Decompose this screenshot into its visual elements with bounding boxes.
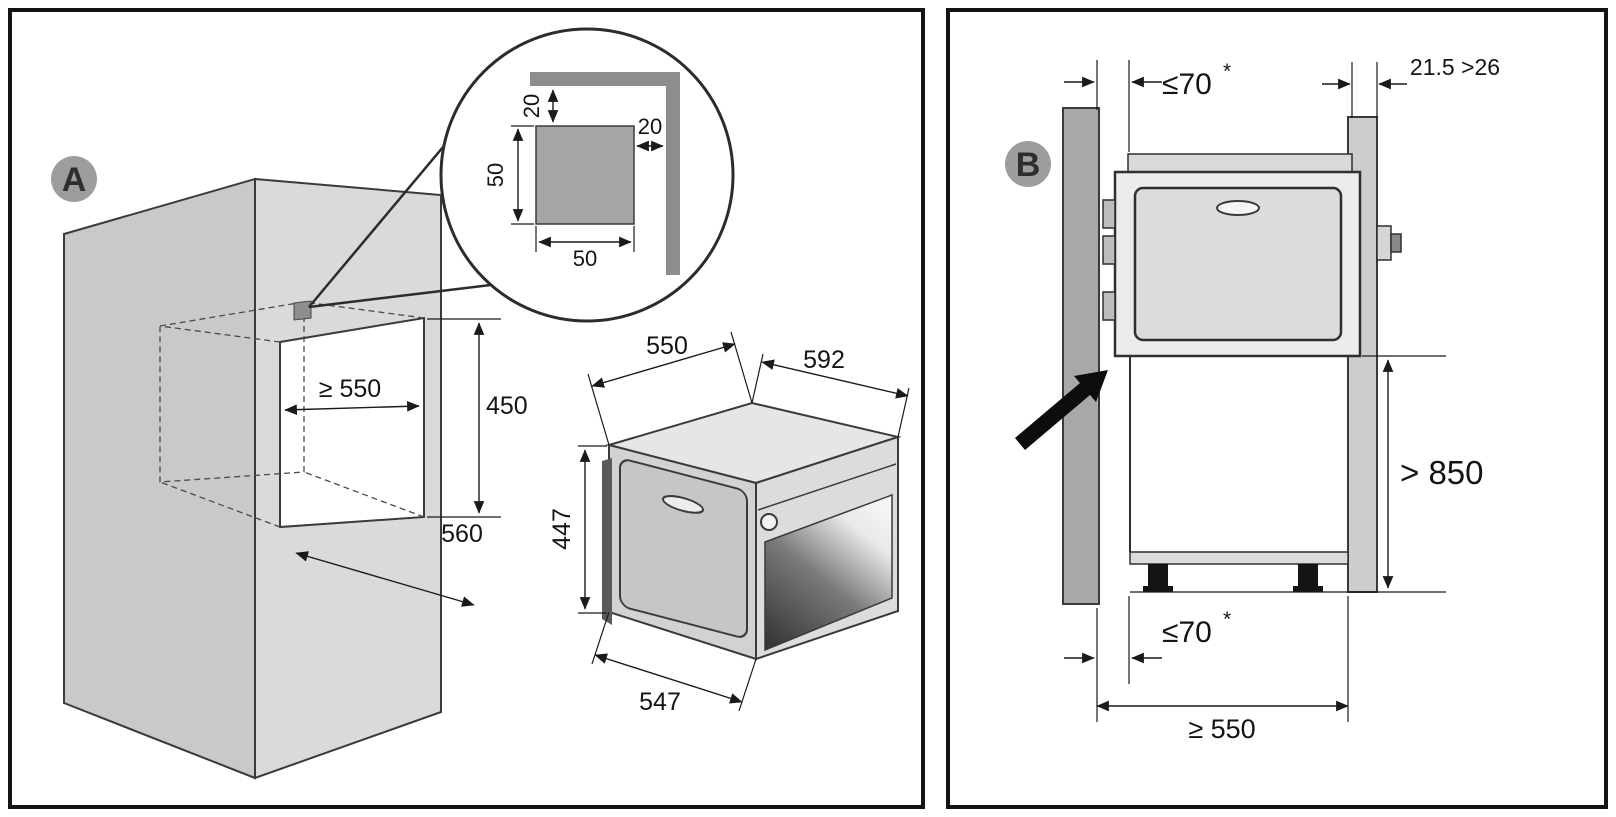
dim-notch-top-gap: 20 (519, 89, 559, 123)
control-knob (760, 513, 778, 531)
oven-glass-window (764, 493, 893, 652)
oven-door (1133, 186, 1343, 342)
dim-top-clearance: ≤70 * (1064, 60, 1231, 152)
dim-oven-body-width: 547 (591, 611, 757, 716)
dim-niche-depth: 560 (295, 520, 483, 607)
dim-notch-height: 50 (483, 125, 534, 225)
oven-door-edge (602, 458, 612, 625)
oven-front-view (1102, 170, 1402, 358)
badge-circle (51, 156, 97, 202)
mounting-tabs (1102, 199, 1116, 321)
dim-notch-width: 50 (535, 226, 635, 271)
dim-oven-depth: 550 (587, 331, 753, 446)
dim-niche-width: ≥ 550 (284, 375, 420, 415)
panel-a-diagram: ≥ 550 450 560 (51, 27, 910, 780)
notch-top-gap-label: 20 (519, 94, 544, 118)
notch-side-gap-label: 20 (638, 114, 662, 139)
install-direction-arrow (1015, 370, 1108, 450)
panel-b-badge: B (1005, 141, 1051, 187)
dim-depth: ≥ 550 (1096, 596, 1349, 744)
panel-a-letter: A (62, 161, 87, 199)
cabinet-foot-right (1293, 564, 1323, 592)
panel-b: ≤70 * 21.5 >26 > 850 (946, 8, 1608, 809)
cabinet-top-shelf (1127, 153, 1353, 173)
panel-b-letter: B (1016, 146, 1041, 184)
oven-width-label: 592 (803, 346, 845, 374)
dim-niche-height: 450 (427, 318, 528, 518)
dim-base-height: > 850 (1362, 355, 1484, 589)
cabinet-bottom-panel (1129, 551, 1349, 565)
oven-door-handle (1216, 200, 1260, 216)
bottom-clearance-asterisk: * (1223, 608, 1231, 631)
niche-height-label: 450 (486, 392, 528, 420)
panel-a: ≥ 550 450 560 (8, 8, 925, 809)
vent-notch-marker (293, 300, 312, 321)
dim-rear-offset: 21.5 >26 (1322, 54, 1500, 118)
dim-notch-side-gap: 20 (636, 114, 664, 152)
panel-a-badge: A (51, 156, 97, 202)
niche-opening (279, 316, 425, 529)
wall (1062, 107, 1100, 605)
oven-door-handle (662, 495, 704, 514)
notch-height-label: 50 (483, 163, 508, 187)
rear-offset-label: 21.5 >26 (1410, 54, 1500, 80)
niche-depth-label: 560 (441, 520, 483, 548)
oven-depth-label: 550 (646, 332, 688, 360)
oven-height-label: 447 (548, 508, 576, 550)
depth-label: ≥ 550 (1188, 714, 1255, 744)
oven-3d (602, 401, 902, 661)
top-clearance-asterisk: * (1223, 60, 1231, 83)
badge-circle (1005, 141, 1051, 187)
oven-door (619, 459, 748, 638)
dim-bottom-clearance: ≤70 * (1064, 596, 1231, 722)
control-panel-line (757, 463, 897, 511)
dim-oven-width: 592 (751, 346, 910, 438)
base-height-label: > 850 (1400, 454, 1484, 491)
top-clearance-label: ≤70 (1162, 68, 1212, 101)
niche-width-label: ≥ 550 (319, 375, 381, 403)
dim-oven-height: 447 (548, 445, 607, 614)
panel-b-diagram: ≤70 * 21.5 >26 > 850 (1005, 54, 1500, 744)
notch-width-label: 50 (573, 246, 597, 271)
bottom-clearance-label: ≤70 (1162, 616, 1212, 649)
cabinet-foot-left (1143, 564, 1173, 592)
callout-corner-section (530, 72, 680, 275)
rear-connector (1376, 225, 1402, 261)
oven-body-width-label: 547 (639, 688, 681, 716)
cutout-square (535, 125, 635, 225)
